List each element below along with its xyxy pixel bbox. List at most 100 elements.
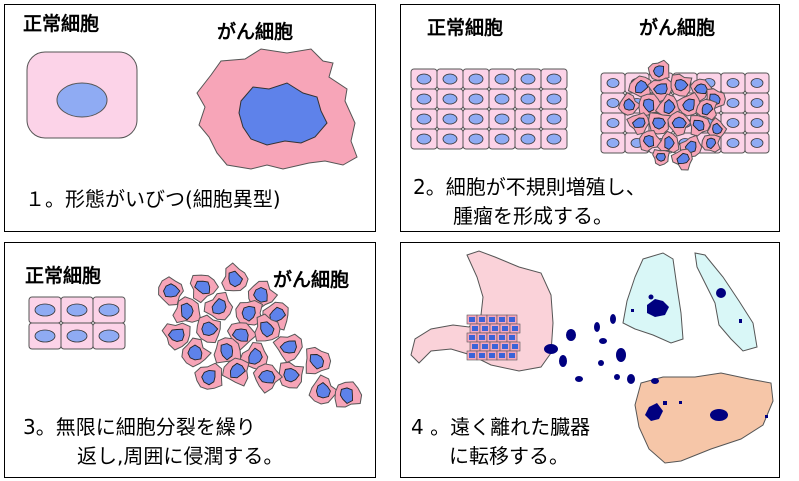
cancer-nucleus bbox=[671, 116, 687, 129]
normal-nucleus bbox=[98, 303, 120, 317]
cancer-nucleus bbox=[187, 344, 203, 361]
cancer-nucleus bbox=[676, 152, 690, 165]
normal-nucleus bbox=[520, 113, 536, 125]
tumor-nucleus bbox=[499, 353, 505, 358]
cancer-nucleus bbox=[652, 117, 666, 130]
normal-nucleus bbox=[416, 93, 432, 105]
cancer-nucleus bbox=[241, 305, 256, 322]
cancer-nucleus bbox=[653, 83, 668, 95]
tumor-nucleus bbox=[479, 335, 485, 340]
cancer-nucleus bbox=[283, 368, 300, 383]
cancer-nucleus bbox=[664, 135, 675, 151]
normal-nucleus bbox=[442, 133, 458, 145]
normal-nucleus bbox=[606, 118, 620, 128]
tumor-mass bbox=[617, 59, 728, 171]
cancer-nucleus bbox=[712, 122, 723, 135]
invading-cancer-cells bbox=[158, 262, 363, 408]
normal-nucleus bbox=[468, 113, 484, 125]
tumor-nucleus bbox=[469, 335, 475, 340]
normal-nucleus bbox=[416, 133, 432, 145]
tumor-nucleus bbox=[472, 344, 478, 349]
cancer-nucleus bbox=[682, 98, 695, 112]
cancer-nucleus bbox=[201, 321, 219, 336]
panel-3-caption-line-2: 返し,周囲に侵潤する。 bbox=[77, 444, 284, 468]
tumor-nucleus bbox=[502, 326, 508, 331]
normal-nucleus bbox=[98, 329, 120, 343]
cancer-nucleus bbox=[631, 117, 646, 128]
normal-nucleus bbox=[750, 98, 764, 108]
stomach-tumor bbox=[466, 314, 521, 361]
tumor-nucleus bbox=[509, 353, 515, 358]
normal-nucleus bbox=[546, 93, 562, 105]
cancer-nucleus bbox=[180, 302, 194, 321]
normal-nucleus bbox=[606, 98, 620, 108]
normal-nucleus bbox=[726, 118, 740, 128]
normal-nucleus bbox=[494, 93, 510, 105]
panel-2-tumor-formation: 正常細胞 がん細胞 2。細胞が不規則増殖し、 腫瘤を形成する。 bbox=[400, 4, 780, 232]
cancer-nucleus bbox=[309, 354, 325, 370]
cancer-nucleus bbox=[211, 298, 227, 315]
normal-nucleus bbox=[546, 113, 562, 125]
cancer-nucleus bbox=[701, 102, 714, 116]
cancer-nucleus bbox=[315, 382, 331, 399]
panel-1-caption-line-1: １。形態がいびつ(細胞異型) bbox=[25, 187, 281, 211]
cancer-nucleus bbox=[248, 347, 263, 365]
cancer-nucleus bbox=[201, 369, 216, 386]
cancer-nucleus bbox=[693, 83, 708, 95]
normal-nucleus bbox=[34, 329, 56, 343]
cell-atypia-illustration bbox=[26, 48, 358, 170]
normal-nucleus bbox=[66, 329, 88, 343]
tumor-nucleus bbox=[499, 317, 505, 322]
cancer-nucleus bbox=[167, 328, 185, 342]
panel-3-caption-line-1: 3。無限に細胞分裂を繰り bbox=[23, 415, 256, 439]
normal-nucleus bbox=[442, 113, 458, 125]
tumor-nucleus bbox=[469, 317, 475, 322]
cancer-nucleus bbox=[194, 280, 211, 295]
label-cancer-cell: がん細胞 bbox=[273, 269, 350, 291]
normal-nucleus bbox=[442, 73, 458, 85]
normal-nucleus bbox=[494, 113, 510, 125]
normal-nucleus bbox=[56, 82, 108, 118]
normal-nucleus bbox=[750, 138, 764, 148]
liver bbox=[634, 372, 774, 464]
cancer-nucleus bbox=[642, 135, 655, 148]
normal-nucleus bbox=[468, 133, 484, 145]
tumor-nucleus bbox=[492, 326, 498, 331]
label-normal-cell: 正常細胞 bbox=[23, 13, 100, 35]
tumor-nucleus bbox=[479, 317, 485, 322]
normal-nucleus bbox=[442, 93, 458, 105]
tumor-nucleus bbox=[482, 326, 488, 331]
label-normal-cell: 正常細胞 bbox=[427, 17, 504, 39]
panel-1-cell-atypia: 正常細胞 がん細胞 １。形態がいびつ(細胞異型) bbox=[4, 4, 376, 232]
normal-nucleus bbox=[34, 303, 56, 317]
tumor-nucleus bbox=[489, 317, 495, 322]
panel-4-caption-line-2: に転移する。 bbox=[449, 444, 569, 468]
tumor-nucleus bbox=[502, 344, 508, 349]
tumor-nucleus bbox=[509, 317, 515, 322]
normal-nucleus bbox=[606, 138, 620, 148]
normal-nucleus bbox=[726, 138, 740, 148]
normal-nucleus bbox=[546, 73, 562, 85]
normal-nucleus bbox=[726, 98, 740, 108]
metastatic-cells bbox=[631, 288, 768, 421]
cancer-nucleus bbox=[674, 79, 689, 92]
cancer-nucleus bbox=[635, 79, 649, 94]
cancer-nucleus bbox=[706, 137, 717, 150]
normal-nucleus bbox=[520, 93, 536, 105]
normal-nucleus bbox=[750, 118, 764, 128]
normal-cell-cluster bbox=[28, 296, 126, 350]
normal-nucleus bbox=[468, 73, 484, 85]
normal-nucleus bbox=[546, 133, 562, 145]
cancer-nucleus bbox=[229, 362, 246, 379]
normal-nucleus bbox=[494, 133, 510, 145]
cancer-nucleus bbox=[655, 153, 666, 162]
normal-nucleus bbox=[494, 73, 510, 85]
tumor-nucleus bbox=[482, 344, 488, 349]
cancer-nucleus bbox=[279, 340, 297, 354]
right-lung bbox=[694, 252, 758, 352]
tumor-formation-illustration bbox=[410, 59, 770, 171]
tumor-nucleus bbox=[489, 335, 495, 340]
panel-2-caption-line-2: 腫瘤を形成する。 bbox=[453, 204, 613, 228]
panel-3-invasion: 正常細胞 がん細胞 3。無限に細胞分裂を繰り 返し,周囲に侵潤する。 bbox=[4, 242, 376, 478]
cancer-nucleus bbox=[339, 387, 353, 405]
